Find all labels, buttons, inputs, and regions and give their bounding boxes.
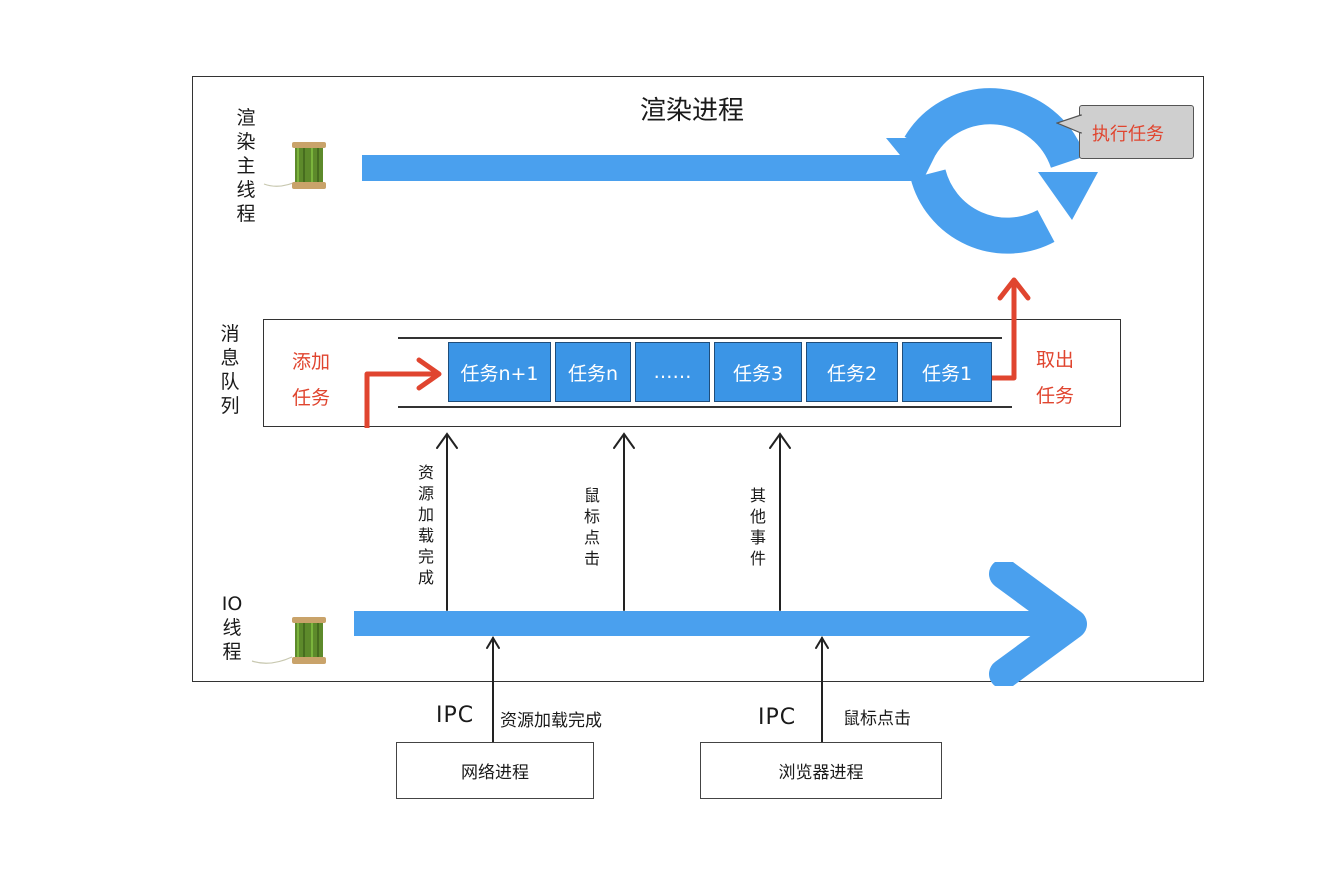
render-process-title: 渲染进程 (640, 96, 745, 126)
ipc-arrows (486, 636, 829, 743)
execute-task-bubble: 执行任务 (1079, 105, 1194, 159)
event-resource-loaded-label: 资源加载完成 (417, 463, 434, 587)
queue-rail-top (398, 337, 1002, 339)
bubble-pointer (1056, 114, 1082, 134)
render-process-frame (192, 76, 1204, 682)
task-box: 任务n (555, 342, 631, 402)
task-box: 任务3 (714, 342, 802, 402)
browser-process-label: 浏览器进程 (778, 763, 864, 783)
main-thread-label: 渲染主线程 (236, 107, 256, 225)
event-other-events-label: 其他事件 (749, 486, 766, 568)
take-task-label: 取出任务 (1036, 349, 1075, 407)
queue-rail-bottom (398, 406, 1012, 408)
add-task-arrow-icon (364, 357, 442, 428)
event-mouse-click-label: 鼠标点击 (583, 486, 600, 568)
io-thread-label: IO线程 (221, 593, 243, 663)
ipc-right-label: IPC (758, 705, 797, 730)
message-queue-label: 消息队列 (220, 323, 240, 417)
ipc-right-message: 鼠标点击 (843, 709, 911, 729)
io-thread-arrow-icon (354, 562, 1087, 686)
ipc-left-message: 资源加载完成 (500, 711, 602, 731)
event-arrows (436, 432, 791, 611)
ipc-left-label: IPC (436, 703, 475, 728)
network-process-box: 网络进程 (396, 742, 594, 799)
add-task-label: 添加任务 (292, 351, 331, 409)
main-thread-bar (362, 155, 922, 181)
take-task-arrow-icon (992, 277, 1031, 381)
thread-spool-icon (251, 617, 326, 664)
task-box: 任务2 (806, 342, 898, 402)
message-queue-frame (263, 319, 1121, 427)
task-box: 任务n+1 (448, 342, 551, 402)
task-box: 任务1 (902, 342, 992, 402)
browser-process-box: 浏览器进程 (700, 742, 942, 799)
task-box: …… (635, 342, 710, 402)
event-loop-cycle-icon (886, 88, 1098, 254)
execute-task-label: 执行任务 (1092, 124, 1164, 145)
thread-spool-icon (263, 142, 326, 189)
network-process-label: 网络进程 (461, 763, 529, 783)
